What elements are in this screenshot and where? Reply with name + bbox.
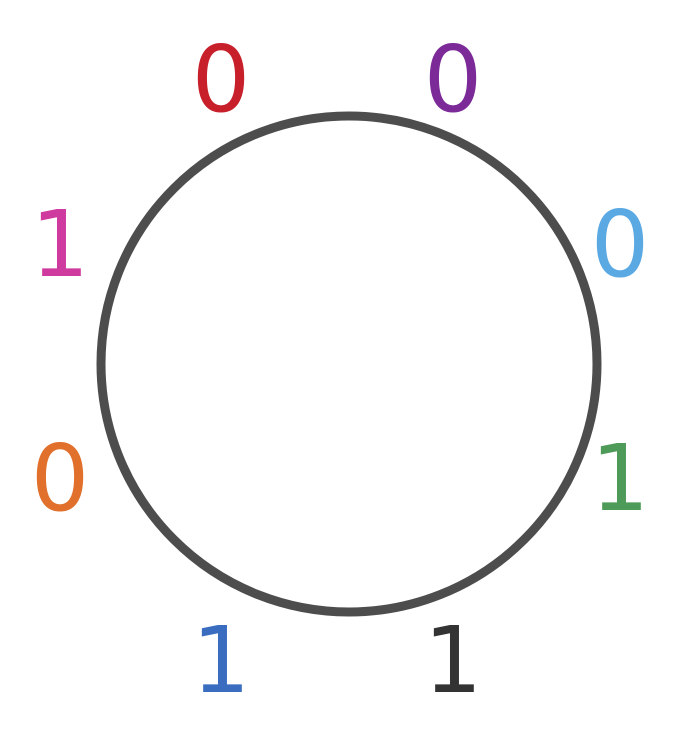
- bit-label-4: 1: [591, 425, 650, 532]
- bit-label-5: 1: [424, 607, 483, 714]
- bit-label-1: 0: [192, 26, 251, 133]
- ring: [96, 111, 602, 617]
- bit-label-3: 0: [591, 191, 650, 298]
- bit-label-8: 1: [31, 191, 90, 298]
- bit-label-7: 0: [31, 425, 90, 532]
- bit-label-6: 1: [192, 607, 251, 714]
- bit-label-2: 0: [424, 26, 483, 133]
